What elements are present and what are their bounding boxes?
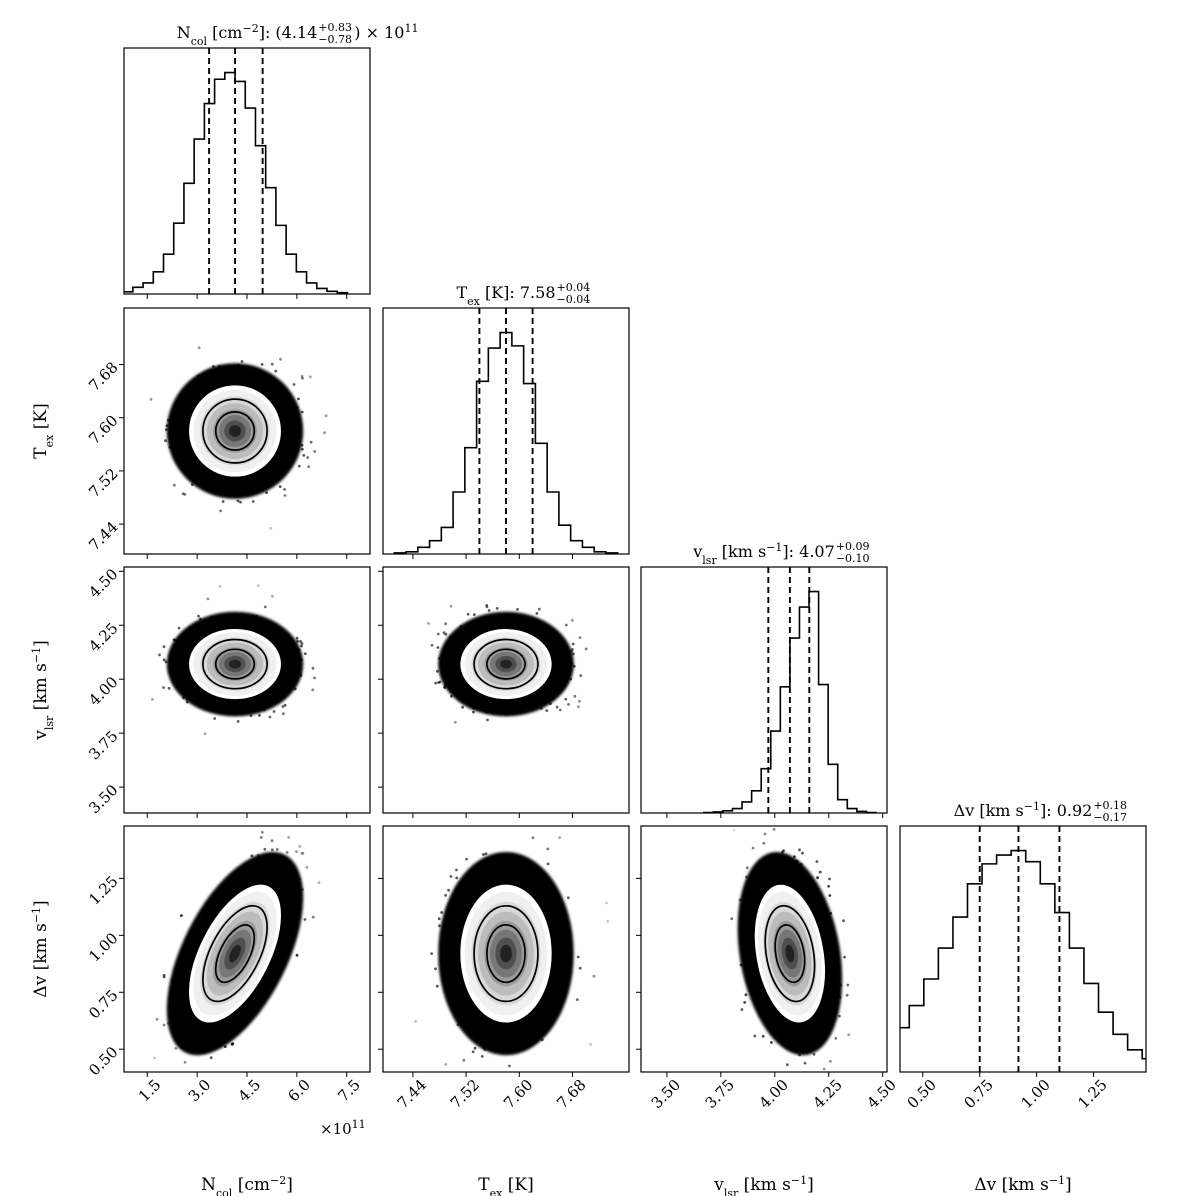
hist-panel-dv: Δv [km s−1]: 0.92+0.18−0.17 [899,799,1147,1073]
contour-3 [486,648,526,680]
x-tick-label-tex: 7.52 [447,1076,483,1112]
contour-3 [486,924,526,984]
scatter-panel-tex-dv [382,825,630,1073]
y-tick-label-vlsr: 3.50 [85,781,121,817]
contour-1 [187,383,283,479]
panel-frame [640,566,888,814]
x-tick-label-tex: 7.44 [394,1076,430,1112]
scatter-panel-tex-vlsr [382,566,630,814]
y-tick-label-vlsr: 4.50 [85,565,121,601]
x-tick-labels: 1.5 3.0 4.5 6.0 7.5 7.44 7.52 7.60 7.68 3.50 3.75 4… [135,1076,1111,1112]
corner-panels: Ncol [cm−2]: (4.14+0.83−0.78) × 1011Tex … [30,21,1147,1196]
contour-1 [753,883,827,1025]
panel-frame [899,825,1147,1073]
hist-title-tex: Tex [K]: 7.58 [456,283,555,308]
x-axis-label-ncol: Ncol [cm−2] [201,1174,293,1196]
y-tick-label-dv: 1.25 [85,872,121,908]
y-axis-label-vlsr: vlsr [km s−1] [30,640,56,740]
scatter-panel-ncol-tex [123,307,371,555]
x-tick-label-ncol: 3.0 [185,1076,215,1106]
contour-3 [214,648,256,680]
hist-title-ncol: Ncol [cm−2]: (4.14 [177,22,318,48]
y-tick-label-vlsr: 4.25 [85,619,121,655]
hist-title-dv: Δv [km s−1]: 0.92 [954,800,1093,821]
x-tick-label-dv: 0.50 [904,1076,940,1112]
x-tick-label-ncol: 1.5 [135,1076,165,1106]
y-tick-label-tex: 7.52 [85,465,121,501]
x-tick-label-ncol: 7.5 [334,1076,364,1106]
axis-ticks [119,294,1095,1077]
x-tick-label-dv: 1.00 [1017,1076,1053,1112]
contour-3 [214,924,256,984]
histogram-ncol [124,71,349,294]
y-tick-label-tex: 7.68 [85,358,121,394]
scatter-panel-vlsr-dv [640,825,888,1073]
x-axis-label-tex: Tex [K] [478,1175,533,1196]
x-tick-label-vlsr: 3.75 [702,1076,738,1112]
scatter-panel-ncol-vlsr [123,566,371,814]
scatter-panel-ncol-dv [123,825,371,1073]
y-axis-label-tex: Tex [K] [31,403,56,458]
panel-frame [640,825,888,1073]
x-axis-label-vlsr: vlsr [km s−1] [713,1174,813,1196]
contour-2 [473,904,539,1003]
x-tick-label-vlsr: 4.00 [756,1076,792,1112]
x-axis-label-dv: Δv [km s−1] [974,1174,1071,1196]
y-tick-label-tex: 7.44 [85,518,121,554]
title-err-plus-dv: +0.18 [1093,799,1127,812]
y-axis-label-dv: Δv [km s−1] [30,900,52,997]
title-tail-ncol: ) × 1011 [354,22,418,43]
contour-3 [774,924,806,984]
hist-panel-vlsr: vlsr [km s−1]: 4.07+0.09−0.10 [640,540,888,814]
x-tick-label-vlsr: 3.50 [648,1076,684,1112]
y-tick-label-dv: 0.50 [85,1043,121,1079]
y-tick-labels: 7.44 7.52 7.60 7.68 3.50 3.75 4.00 4.25 4.50 0.50… [85,358,121,1079]
hist-panel-ncol: Ncol [cm−2]: (4.14+0.83−0.78) × 1011 [123,21,418,295]
contour-2 [473,638,539,690]
title-err-minus-dv: −0.17 [1093,811,1127,824]
title-err-plus-tex: +0.04 [557,281,591,294]
title-err-minus-ncol: −0.78 [318,33,352,46]
title-err-minus-tex: −0.04 [557,293,591,306]
contour-1 [458,627,554,701]
y-tick-label-vlsr: 4.00 [85,673,121,709]
x-tick-label-ncol: 4.5 [235,1076,265,1106]
x-tick-label-vlsr: 4.25 [810,1076,846,1112]
panel-frame [382,566,630,814]
title-err-plus-vlsr: +0.09 [836,540,870,553]
contour-3 [214,411,256,451]
contour-2 [202,638,268,690]
contour-1 [458,882,554,1025]
y-tick-label-vlsr: 3.75 [85,727,121,763]
title-err-minus-vlsr: −0.10 [836,552,870,565]
hist-title-vlsr: vlsr [km s−1]: 4.07 [692,541,835,567]
title-err-plus-ncol: +0.83 [318,21,352,34]
contour-2 [202,398,268,464]
x-tick-label-dv: 0.75 [961,1076,997,1112]
y-tick-label-dv: 1.00 [85,929,121,965]
x-tick-label-vlsr: 4.50 [863,1076,899,1112]
y-tick-label-dv: 0.75 [85,986,121,1022]
contour-1 [187,627,283,701]
x-tick-label-dv: 1.25 [1074,1076,1110,1112]
y-tick-label-tex: 7.60 [85,412,121,448]
x-tick-label-tex: 7.68 [553,1076,589,1112]
panel-frame [382,307,630,555]
panel-frame [382,825,630,1073]
contour-2 [764,904,816,1003]
contour-2 [202,904,268,1003]
x-tick-label-tex: 7.60 [500,1076,536,1112]
x-tick-label-ncol: 6.0 [284,1076,314,1106]
x-offset-text: ×1011 [320,1118,366,1139]
hist-panel-tex: Tex [K]: 7.58+0.04−0.04 [382,281,630,555]
